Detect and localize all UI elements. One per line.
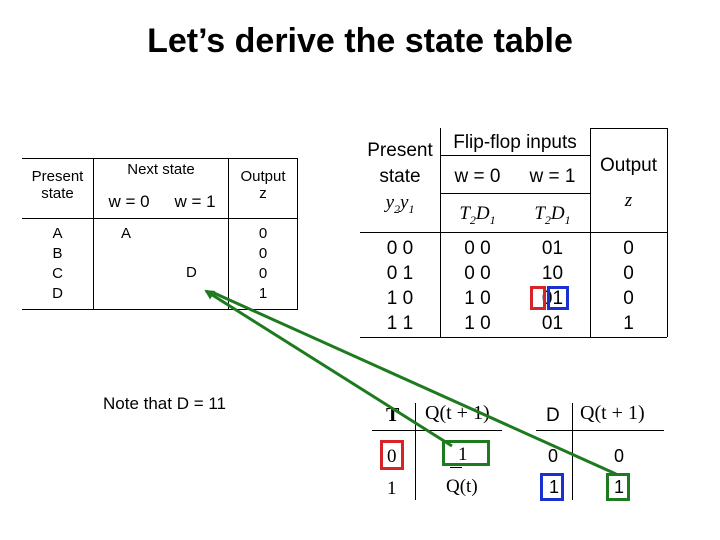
t-green-box [442,440,490,466]
highlight-red-box [530,286,546,310]
left-next-w1-cell: D [186,264,197,281]
d-blue-box [540,473,564,501]
table-cell: D [52,285,63,302]
table-cell: A [120,225,131,242]
d-header: D [546,405,560,426]
d-row-1-d: 1 [549,477,560,497]
table-cell: 1 [258,285,268,302]
table-cell: 1 1 [386,313,414,334]
table-cell: 01 [541,313,564,334]
t-red-box [380,440,404,470]
table-cell: 10 [541,263,564,284]
right-w1-header: w = 1 [529,166,576,187]
right-sub-w1: T2D1 [534,203,571,227]
left-output-header: Output z [240,168,286,202]
right-output-var: z [624,190,633,211]
left-next-state-header: Next state [127,161,195,178]
d-row-0-q: 0 [614,446,625,466]
t-row-1-t: 1 [387,478,397,499]
table-cell: 0 0 [386,238,414,259]
highlight-blue-box [547,286,569,310]
table-cell: 0 1 [386,263,414,284]
left-states-col: A B C D [22,224,93,304]
note-text: Note that D = 11 [103,394,227,413]
right-present-col: 0 0 0 1 1 0 1 1 [360,236,440,336]
table-cell: 0 [258,265,268,282]
d-green-box [606,473,630,501]
right-outputs-col: 0 0 0 1 [590,236,667,336]
table-cell: 01 [541,238,564,259]
table-cell: 1 0 [386,288,414,309]
table-cell: 0 0 [464,263,491,284]
right-sub-w0: T2D1 [459,203,496,227]
arrow-from-t-table [204,289,453,448]
table-cell: 1 [623,313,634,334]
left-outputs-col: 0 0 0 1 [228,224,298,304]
d-row-1-q: 1 [614,477,625,497]
d-row-0-d: 0 [548,446,559,466]
left-w0-header: w = 0 [108,192,150,211]
table-cell: 0 [623,263,634,284]
table-cell: A [52,225,63,242]
table-cell: 0 [258,245,268,262]
table-cell: 1 0 [464,313,491,334]
table-cell: 0 [258,225,268,242]
d-q-header: Q(t + 1) [580,402,645,424]
table-cell: 1 0 [464,288,491,309]
left-present-header: Present state [31,168,84,202]
table-cell: B [52,245,63,262]
right-w0-header: w = 0 [454,166,501,187]
left-w1-header: w = 1 [174,192,216,211]
table-cell: 0 [623,288,634,309]
t-row-0-q: 1 [458,444,468,465]
t-q-header: Q(t + 1) [425,402,490,424]
table-cell: 0 [623,238,634,259]
right-present-header: Present state y2y1 [367,140,433,216]
slide-title: Let’s derive the state table [147,22,573,60]
arrow-from-d-table [213,291,617,476]
flipflop-inputs-header: Flip-flop inputs [453,132,577,153]
left-next-w0-col: A [96,224,156,244]
table-cell: C [52,265,63,282]
right-w0-col: 0 0 0 0 1 0 1 0 [440,236,515,336]
table-cell: 0 0 [464,238,491,259]
t-row-0-t: 0 [387,446,397,467]
right-output-header: Output [599,155,658,176]
t-row-1-q: Q(t) [446,476,478,497]
